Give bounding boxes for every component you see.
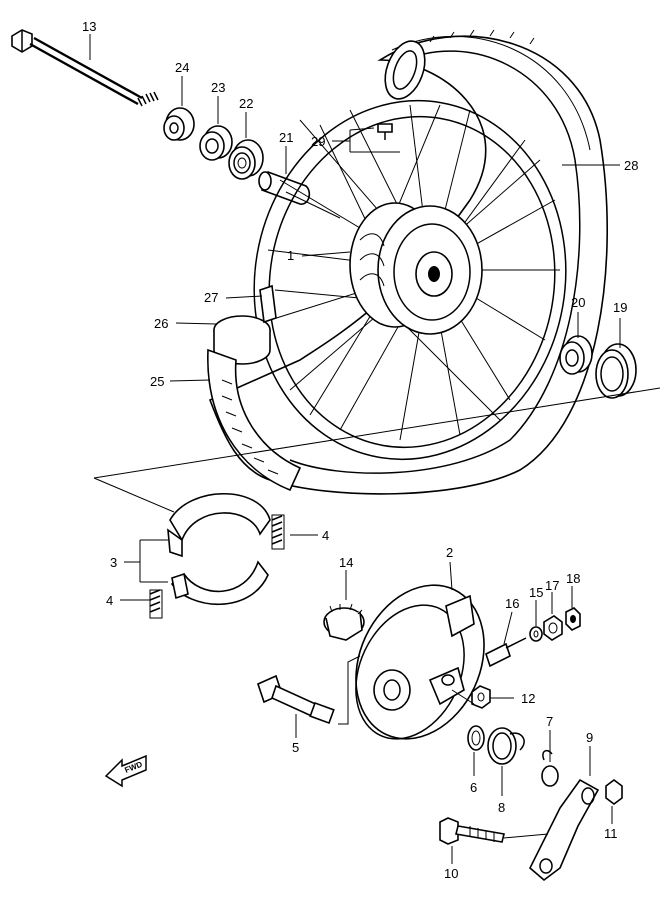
callout-14: 14 (339, 555, 353, 570)
callout-29: 29 (311, 134, 325, 149)
callout-2: 2 (446, 545, 453, 560)
callout-25: 25 (150, 374, 164, 389)
callout-18: 18 (566, 571, 580, 586)
part-axle-13 (11, 29, 159, 107)
callout-21: 21 (279, 130, 293, 145)
callout-3: 3 (110, 555, 117, 570)
part-seal-23 (199, 125, 233, 161)
part-tube-25 (207, 348, 302, 492)
callout-24: 24 (175, 60, 189, 75)
callout-15: 15 (529, 585, 543, 600)
callout-17: 17 (545, 578, 559, 593)
part-tire-28 (208, 29, 608, 495)
part-brakeshoes-3 (167, 493, 271, 606)
part-washer-6 (467, 725, 485, 751)
part-brakepanel-2 (355, 584, 485, 740)
part-gear-14 (323, 603, 365, 641)
callout-27: 27 (204, 290, 218, 305)
callout-23: 23 (211, 80, 225, 95)
part-nut-12 (471, 685, 491, 709)
callout-28: 28 (624, 158, 638, 173)
part-spring-4b (149, 589, 163, 619)
callout-5: 5 (292, 740, 299, 755)
callout-labels: 13 24 23 22 21 29 28 1 27 20 19 26 25 3 … (82, 19, 638, 881)
part-valve-27 (259, 284, 277, 324)
leader-lines (89, 34, 621, 864)
part-nut-18 (565, 607, 581, 631)
callout-26: 26 (154, 316, 168, 331)
callout-19: 19 (613, 300, 627, 315)
callout-22: 22 (239, 96, 253, 111)
part-rimband-26 (213, 315, 271, 365)
callout-11: 11 (604, 826, 618, 841)
callout-1: 1 (287, 248, 294, 263)
part-indicator-7 (541, 749, 559, 787)
part-spring-8 (487, 727, 525, 765)
callout-8: 8 (498, 800, 505, 815)
part-hub-1 (349, 202, 483, 335)
part-spring-4a (271, 514, 285, 550)
callout-10: 10 (444, 866, 458, 881)
callout-7: 7 (546, 714, 553, 729)
forward-arrow-icon (104, 754, 147, 788)
callout-12: 12 (521, 691, 535, 706)
part-camshaft-5 (257, 674, 335, 725)
callout-16: 16 (505, 596, 519, 611)
separator-lines (93, 387, 661, 513)
callout-20: 20 (571, 295, 585, 310)
callout-13: 13 (82, 19, 96, 34)
part-bearing-20 (559, 335, 593, 375)
part-adjuster-16 (485, 637, 527, 668)
direction-badge: FWD (104, 754, 147, 788)
part-nut-17 (543, 615, 563, 641)
part-bolt-10 (439, 817, 505, 845)
part-lever-9 (529, 778, 600, 882)
part-washer-15 (529, 626, 543, 642)
part-nut-11 (605, 779, 623, 805)
part-nipple-29 (377, 123, 393, 140)
part-spacer-21 (258, 170, 311, 205)
part-seal-19 (595, 343, 637, 399)
callout-9: 9 (586, 730, 593, 745)
part-collar-24 (163, 107, 195, 141)
callout-4a: 4 (322, 528, 329, 543)
callout-6: 6 (470, 780, 477, 795)
callout-4b: 4 (106, 593, 113, 608)
part-bearing-22 (228, 139, 264, 180)
